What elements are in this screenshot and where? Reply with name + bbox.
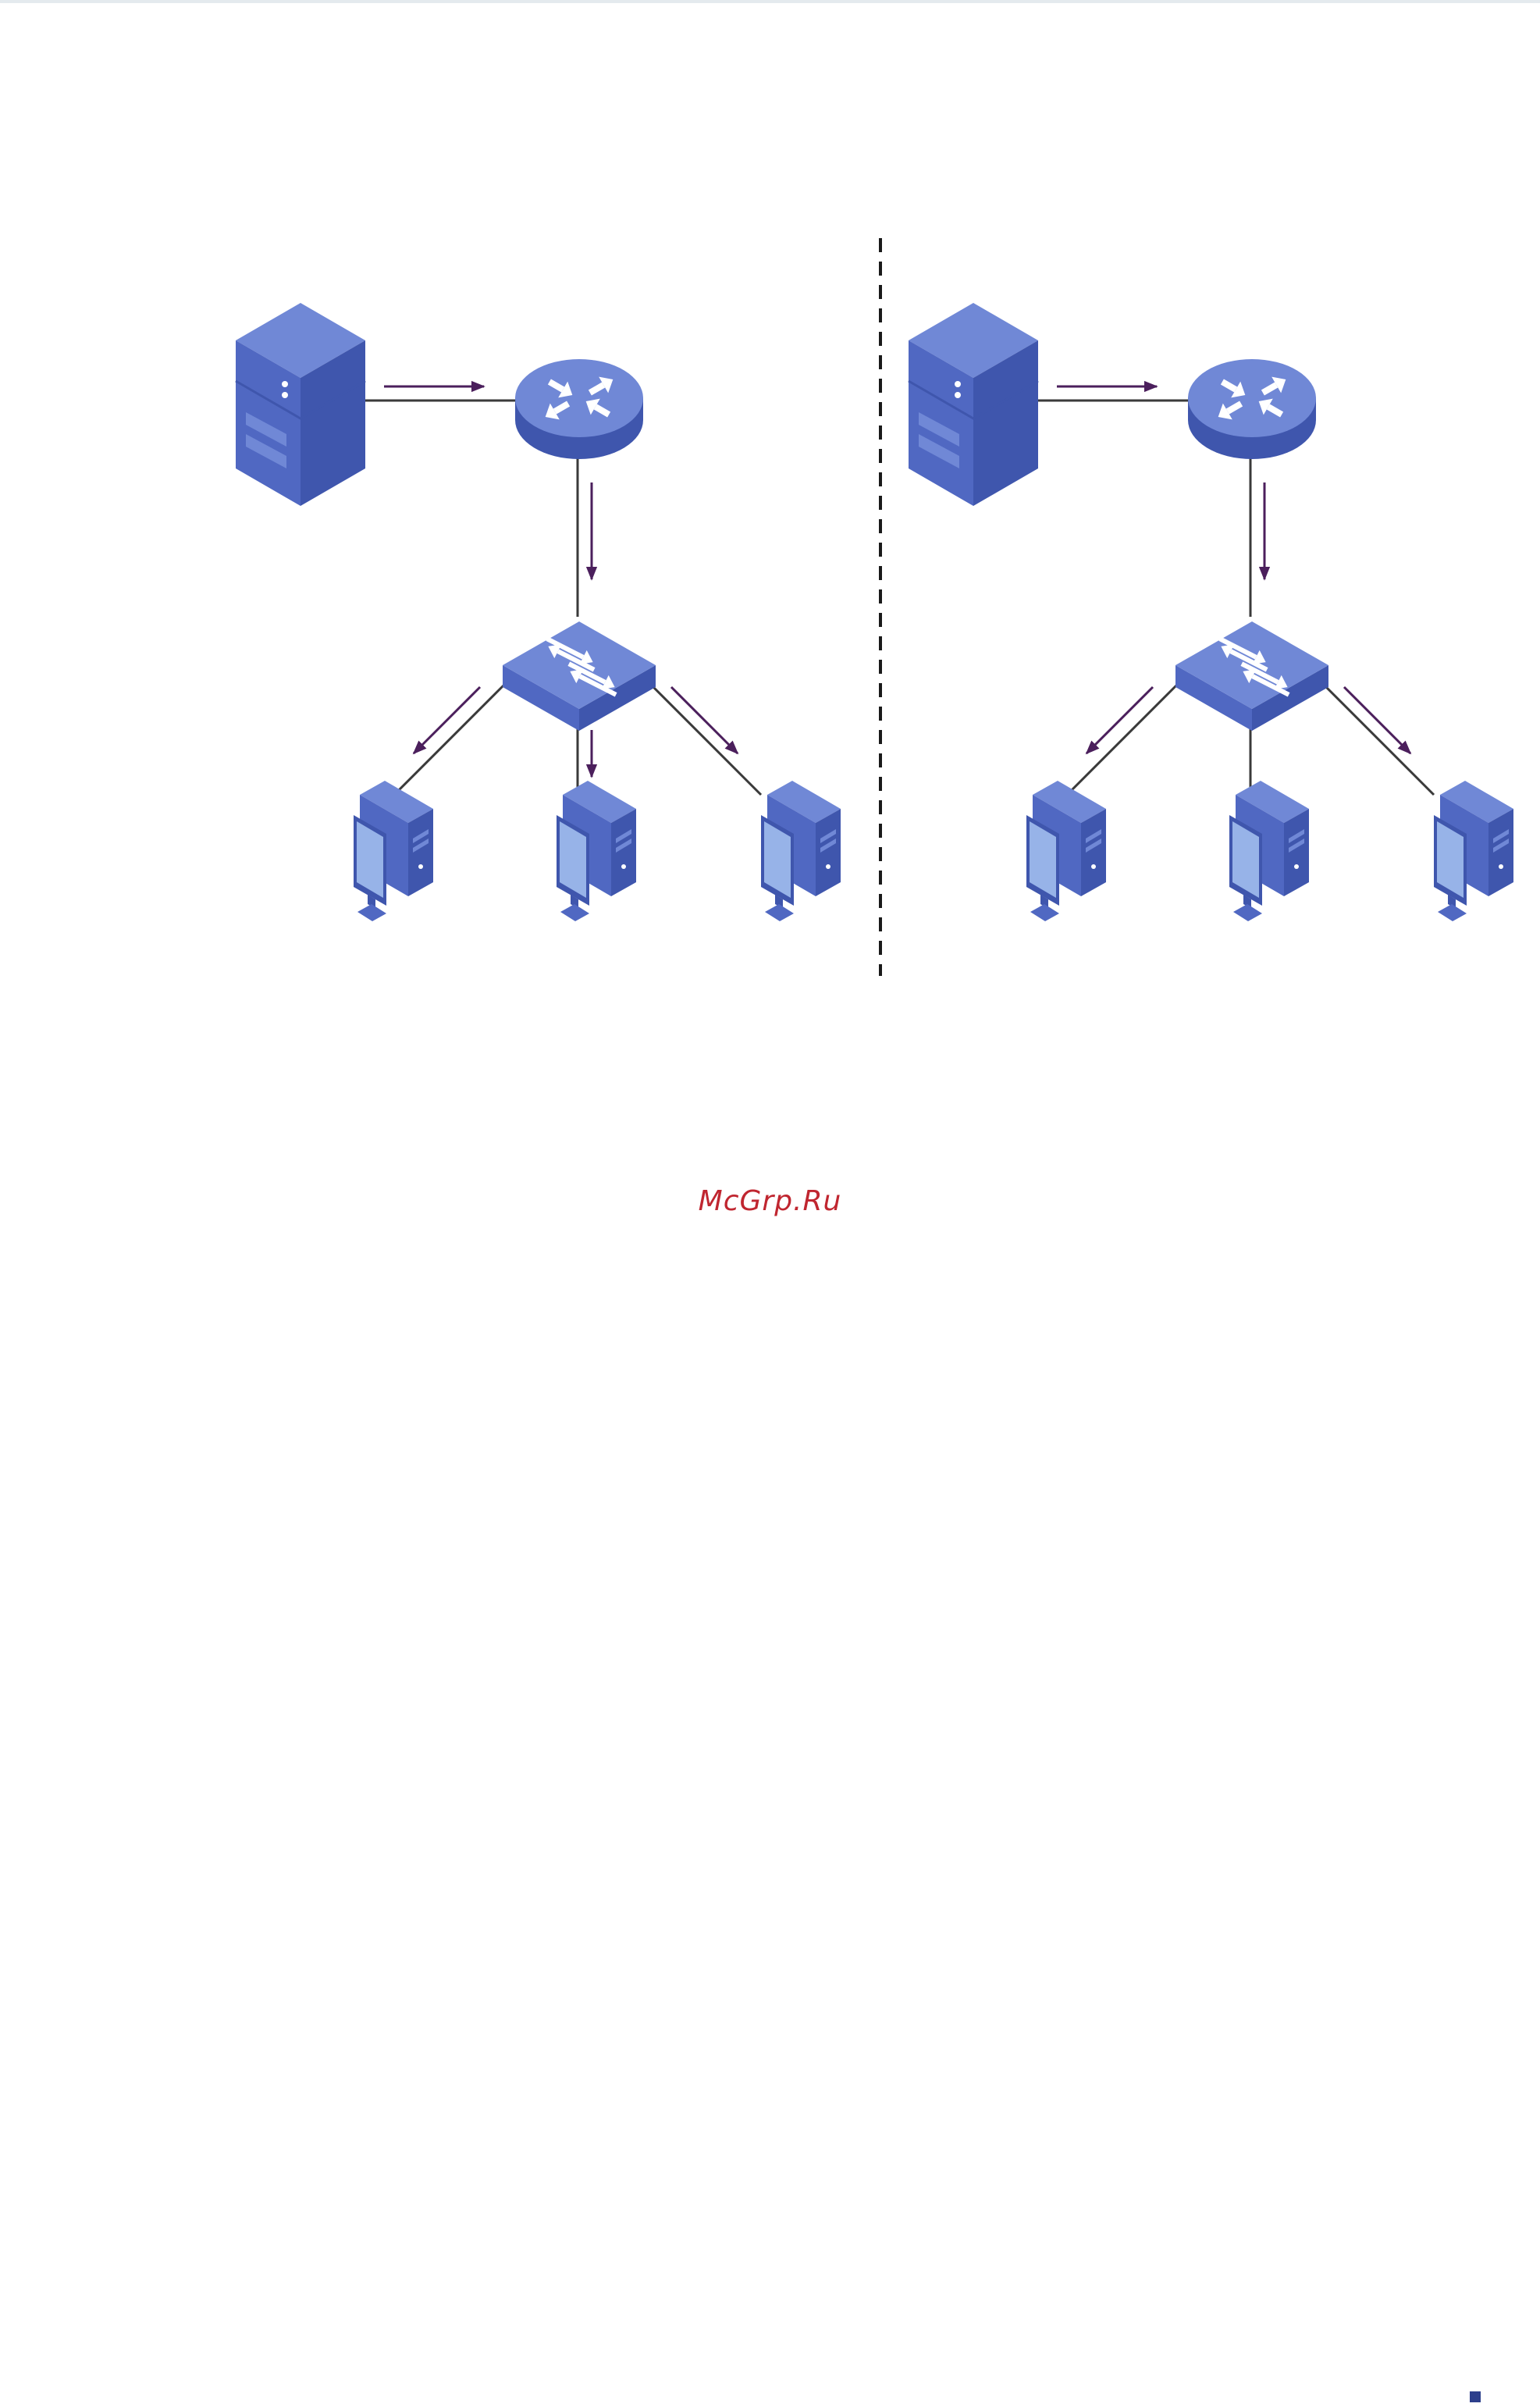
- diagram-panel-1: [236, 303, 841, 921]
- host-pc-icon: [1434, 781, 1513, 921]
- network-link: [652, 685, 761, 795]
- switch-icon: [1175, 621, 1328, 731]
- host-pc-icon: [557, 781, 636, 921]
- network-link: [1067, 685, 1176, 795]
- host-pc-icon: [1229, 781, 1309, 921]
- server-icon: [236, 303, 365, 506]
- diagram-panel-2: [909, 303, 1513, 921]
- host-pc-icon: [1026, 781, 1106, 921]
- flow-switch-to-host-3-arrow: [671, 687, 738, 753]
- flow-switch-to-host-3-arrow: [1344, 687, 1410, 753]
- network-link: [1325, 685, 1434, 795]
- router-icon: [1188, 359, 1316, 459]
- network-link: [394, 685, 503, 795]
- watermark-text: McGrp.Ru: [0, 1185, 1540, 1217]
- network-diagram: [0, 0, 1540, 1015]
- host-pc-icon: [761, 781, 841, 921]
- page-marker: [1470, 2391, 1481, 2402]
- switch-icon: [503, 621, 656, 731]
- router-icon: [515, 359, 643, 459]
- host-pc-icon: [354, 781, 433, 921]
- server-icon: [909, 303, 1038, 506]
